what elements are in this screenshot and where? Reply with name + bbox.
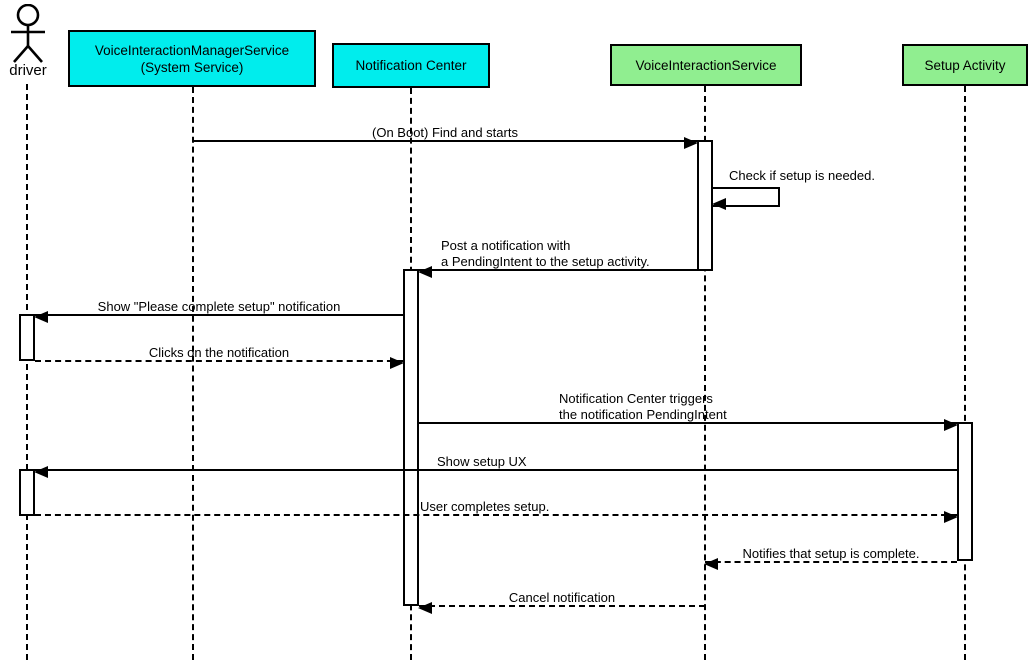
lifeline-voiceinteractionmanagerservice: [192, 87, 194, 660]
message-user-completes-setup: User completes setup.: [35, 499, 958, 523]
arrowhead-left-icon: [34, 466, 48, 478]
message-label: Show setup UX: [437, 453, 527, 469]
message-post-notification: Post a notification with a PendingIntent…: [418, 238, 697, 278]
activation-driver-1: [19, 314, 35, 361]
participant-voiceinteractionmanagerservice: VoiceInteractionManagerService (System S…: [68, 30, 316, 87]
message-notifies-setup-complete: Notifies that setup is complete.: [704, 546, 957, 570]
arrowhead-right-icon: [390, 357, 404, 369]
message-label: Check if setup is needed.: [729, 168, 875, 183]
activation-voiceinteractionservice: [697, 140, 713, 271]
message-cancel-notification: Cancel notification: [418, 590, 705, 614]
arrowhead-left-icon: [418, 602, 432, 614]
participant-label: Notification Center: [355, 58, 467, 73]
message-label: (On Boot) Find and starts: [372, 124, 518, 140]
participant-label: Setup Activity: [924, 57, 1006, 73]
message-label: User completes setup.: [420, 498, 550, 514]
participant-voiceinteractionservice: VoiceInteractionService: [610, 44, 802, 86]
activation-notification-center: [403, 269, 419, 606]
participant-label: VoiceInteractionService: [635, 57, 777, 73]
message-show-setup-ux: Show setup UX: [34, 454, 957, 478]
message-triggers-pendingintent: Notification Center triggers the notific…: [419, 391, 958, 431]
participant-label: VoiceInteractionManagerService (System S…: [94, 42, 290, 75]
message-label: Show "Please complete setup" notificatio…: [97, 298, 341, 314]
arrowhead-right-icon: [944, 511, 958, 523]
arrowhead-left-icon: [712, 198, 726, 210]
arrowhead-left-icon: [34, 311, 48, 323]
message-label: Notification Center triggers the notific…: [559, 391, 727, 422]
arrowhead-left-icon: [418, 266, 432, 278]
lifeline-setup-activity: [964, 86, 966, 660]
actor-driver: driver: [2, 4, 54, 84]
arrowhead-right-icon: [684, 137, 698, 149]
participant-setup-activity: Setup Activity: [902, 44, 1028, 86]
message-on-boot-find-and-starts: (On Boot) Find and starts: [193, 125, 698, 149]
actor-driver-label: driver: [9, 62, 47, 79]
lifeline-voiceinteractionservice: [704, 86, 706, 660]
arrowhead-left-icon: [704, 558, 718, 570]
message-label: Post a notification with a PendingIntent…: [441, 238, 650, 269]
message-label: Clicks on the notification: [148, 344, 290, 360]
message-clicks-on-notification: Clicks on the notification: [35, 345, 404, 369]
stick-figure-icon: [11, 4, 45, 63]
message-label: Cancel notification: [508, 589, 616, 605]
message-show-please-complete-setup-notification: Show "Please complete setup" notificatio…: [34, 299, 403, 323]
participant-notification-center: Notification Center: [332, 43, 490, 88]
message-label: Notifies that setup is complete.: [742, 545, 920, 561]
lifeline-driver: [26, 84, 28, 660]
activation-driver-2: [19, 469, 35, 516]
arrowhead-right-icon: [944, 419, 958, 431]
activation-setup-activity: [957, 422, 973, 561]
message-check-if-setup-is-needed: Check if setup is needed.: [712, 168, 875, 210]
